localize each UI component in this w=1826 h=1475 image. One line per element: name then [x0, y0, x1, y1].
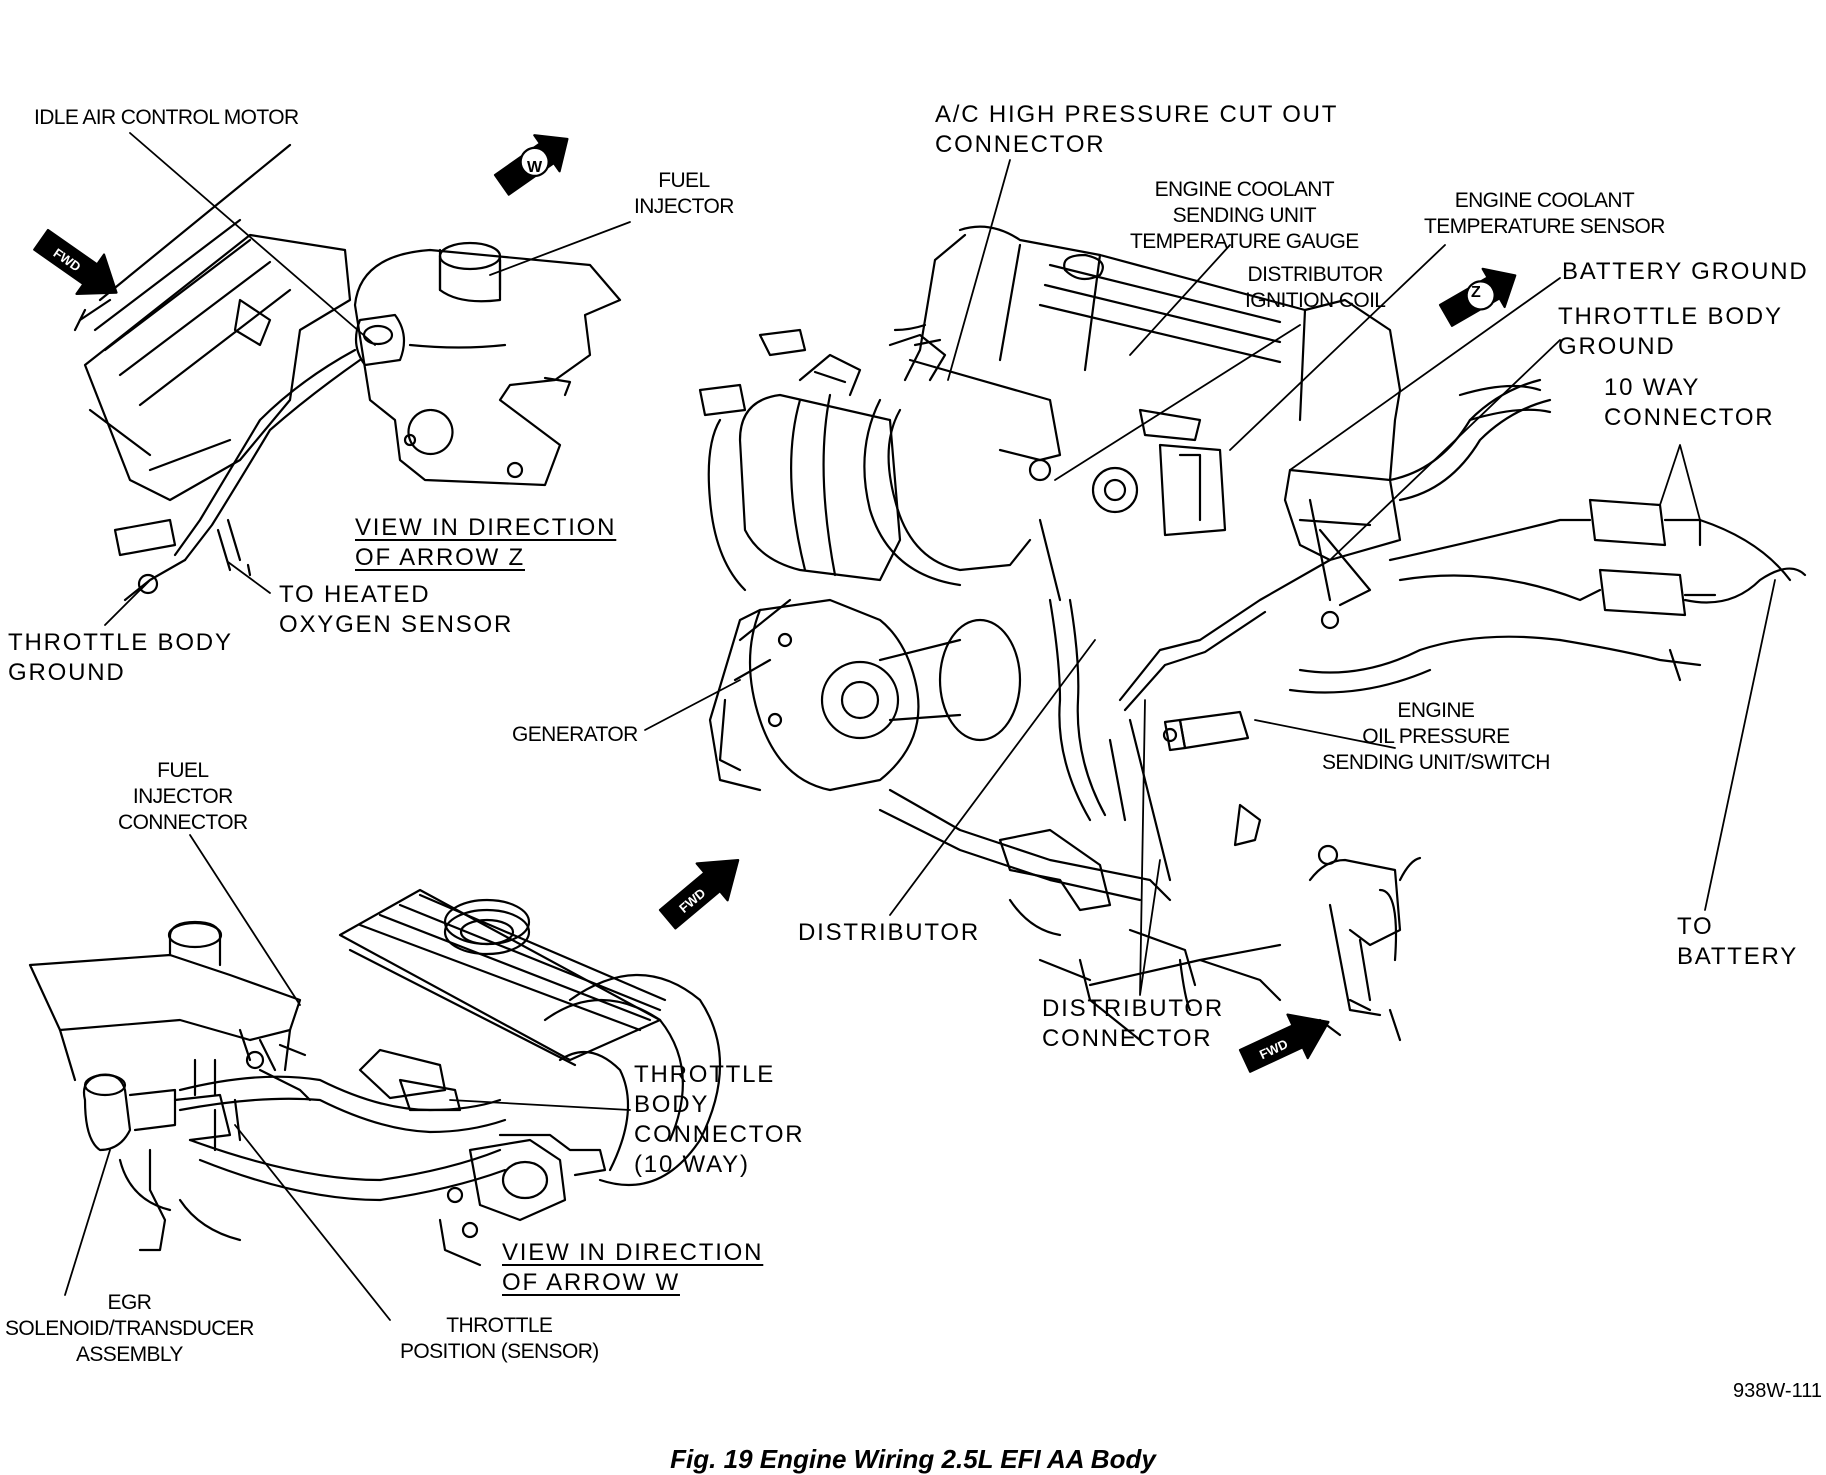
view-arrow-w-marker: [493, 134, 569, 196]
leaders-main: [644, 159, 1776, 996]
label-egr-solenoid-transducer: EGR SOLENOID/TRANSDUCER ASSEMBLY: [5, 1291, 254, 1366]
label-fuel-injector-connector: FUEL INJECTOR CONNECTOR: [118, 759, 248, 834]
view-w-title: VIEW IN DIRECTION OF ARROW W: [502, 1239, 764, 1296]
fwd-arrow-left: FWD: [33, 228, 118, 296]
label-throttle-body-connector: THROTTLE BODY CONNECTOR (10 WAY): [634, 1061, 805, 1178]
label-generator: GENERATOR: [512, 723, 638, 746]
view-z-title: VIEW IN DIRECTION OF ARROW Z: [355, 514, 617, 571]
label-distributor: DISTRIBUTOR: [798, 919, 981, 946]
leaders-view-w: [64, 834, 631, 1321]
label-distributor-connector: DISTRIBUTOR CONNECTOR: [1042, 995, 1225, 1052]
fwd-arrow-bottom: FWD: [1238, 1013, 1330, 1073]
view-w-drawing: [28, 888, 721, 1267]
figure-code: 938W-111: [1733, 1380, 1822, 1402]
label-distributor-ignition-coil: DISTRIBUTOR IGNITION COIL: [1245, 263, 1386, 312]
view-arrow-z-marker: [1438, 267, 1517, 327]
label-fuel-injector: FUEL INJECTOR: [634, 169, 734, 218]
label-ect-sending-unit-gauge: ENGINE COOLANT SENDING UNIT TEMPERATURE …: [1130, 178, 1359, 253]
label-idle-air-control-motor: IDLE AIR CONTROL MOTOR: [34, 106, 299, 129]
main-engine-drawing: [698, 225, 1807, 1042]
figure-caption: Fig. 19 Engine Wiring 2.5L EFI AA Body: [670, 1444, 1156, 1474]
label-engine-oil-pressure-switch: ENGINE OIL PRESSURE SENDING UNIT/SWITCH: [1322, 699, 1550, 774]
label-to-battery: TO BATTERY: [1677, 913, 1799, 970]
label-throttle-position-sensor: THROTTLE POSITION (SENSOR): [400, 1314, 599, 1363]
arrow-z-letter: Z: [1471, 284, 1481, 301]
arrow-w-letter: W: [527, 159, 543, 176]
view-z-drawing: [73, 143, 622, 602]
label-throttle-body-ground-left: THROTTLE BODY GROUND: [8, 629, 233, 686]
label-ac-cutout-connector: A/C HIGH PRESSURE CUT OUT CONNECTOR: [935, 101, 1339, 158]
label-ect-sensor: ENGINE COOLANT TEMPERATURE SENSOR: [1424, 189, 1665, 238]
label-10-way-connector: 10 WAY CONNECTOR: [1604, 374, 1775, 431]
label-to-heated-oxygen-sensor: TO HEATED OXYGEN SENSOR: [279, 581, 514, 638]
leaders-view-z: [104, 132, 631, 626]
fwd-arrow-mid: FWD: [658, 858, 740, 930]
label-battery-ground: BATTERY GROUND: [1562, 258, 1809, 285]
label-throttle-body-ground-main: THROTTLE BODY GROUND: [1558, 303, 1783, 360]
